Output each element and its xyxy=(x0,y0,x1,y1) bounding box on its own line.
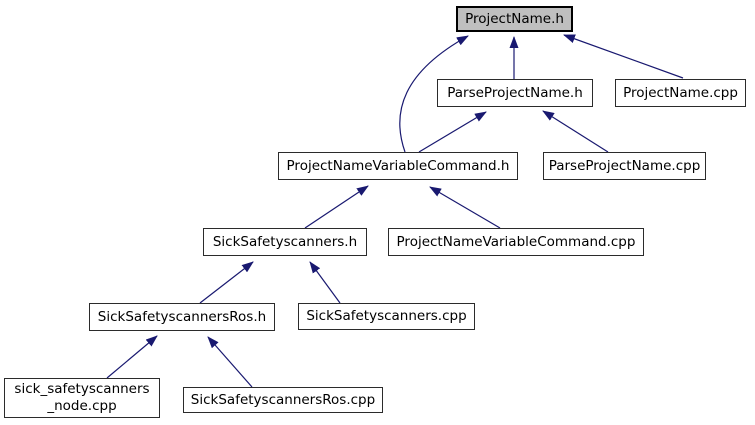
node-projectnamevariablecommand-h[interactable]: ProjectNameVariableCommand.h xyxy=(278,152,518,180)
node-sicksafetyscannersros-h[interactable]: SickSafetyscannersRos.h xyxy=(89,303,275,331)
node-projectname-cpp[interactable]: ProjectName.cpp xyxy=(615,79,746,107)
edge-sicksafetyscannersros-h-to-sicksafetyscanners-h xyxy=(199,261,254,304)
node-sicksafetyscanners-cpp[interactable]: SickSafetyscanners.cpp xyxy=(298,303,475,330)
edge-projectnamevariablecommand-h-to-projectname-h xyxy=(399,35,469,153)
node-sick-safetyscanners-node-cpp[interactable]: sick_safetyscanners _node.cpp xyxy=(4,378,160,418)
node-parseprojectname-h[interactable]: ParseProjectName.h xyxy=(437,79,593,107)
node-projectname-h: ProjectName.h xyxy=(456,6,573,32)
node-sicksafetyscanners-h[interactable]: SickSafetyscanners.h xyxy=(203,228,367,256)
edge-projectnamevariablecommand-h-to-parseprojectname-h xyxy=(418,111,487,153)
edge-sicksafetyscannersros-cpp-to-sicksafetyscannersros-h xyxy=(207,336,253,388)
edge-sicksafetyscanners-cpp-to-sicksafetyscanners-h xyxy=(309,261,341,304)
edge-parseprojectname-cpp-to-parseprojectname-h xyxy=(542,110,609,153)
edge-sick-safetyscanners-node-cpp-to-sicksafetyscannersros-h xyxy=(106,335,158,379)
node-sicksafetyscannersros-cpp[interactable]: SickSafetyscannersRos.cpp xyxy=(183,387,383,413)
edge-projectname-cpp-to-projectname-h xyxy=(563,34,684,79)
node-parseprojectname-cpp[interactable]: ParseProjectName.cpp xyxy=(543,152,706,180)
edge-projectnamevariablecommand-cpp-to-projectnamevariablecommand-h xyxy=(429,186,501,229)
edge-sicksafetyscanners-h-to-projectnamevariablecommand-h xyxy=(304,185,369,229)
node-projectnamevariablecommand-cpp[interactable]: ProjectNameVariableCommand.cpp xyxy=(388,228,644,256)
